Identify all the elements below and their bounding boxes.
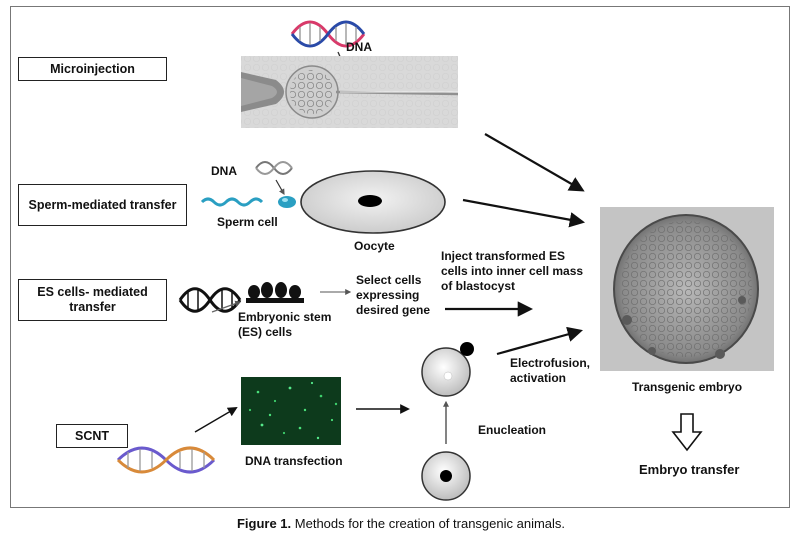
embryo-transfer-label: Embryo transfer [639,462,740,477]
transgenic-embryo-image [600,207,774,371]
scnt-box: SCNT [56,424,128,448]
arrow-microinjection [484,133,585,192]
caption-prefix: Figure 1. [236,516,292,531]
dna-sperm-label: DNA [211,164,237,178]
oocyte-icon [300,170,446,234]
arrow-sperm [462,198,586,228]
dna-small-icon [255,161,293,175]
es-cells-mediated-box: ES cells- mediated transfer [18,279,167,321]
enucleation-label: Enucleation [478,423,547,437]
dna-helix-color-icon [116,446,216,474]
sperm-cell-label: Sperm cell [217,215,278,229]
nucleated-cell-icon [421,451,471,501]
microinjection-image [241,56,459,128]
transgenic-embryo-label: Transgenic embryo [632,380,743,394]
select-cells-label: Select cells expressing desired gene [356,273,431,317]
dna-transfection-label: DNA transfection [245,454,343,468]
figure-caption: Figure 1. Methods for the creation of tr… [0,516,802,531]
caption-text: Methods for the creation of transgenic a… [291,516,566,531]
inject-es-label: Inject transformed ES cells into inner c… [441,249,584,293]
dna-helix-icon [290,20,366,48]
hollow-down-arrow [671,413,703,452]
dna-helix-dark-icon [178,287,242,313]
dna-transfection-image [241,377,341,445]
fused-cell-icon [421,342,474,397]
oocyte-label: Oocyte [354,239,395,253]
es-cells-label: Embryonic stem (ES) cells [238,310,332,339]
electrofusion-label: Electrofusion, activation [510,356,591,385]
sperm-mediated-box: Sperm-mediated transfer [18,184,187,226]
microinjection-box: Microinjection [18,57,167,81]
arrow-scnt [496,326,583,356]
dna-to-es-arrow [211,300,242,313]
dna-to-sperm-arrow [275,179,285,196]
dna-to-transfection-arrow [194,407,238,433]
sperm-cell-icon [200,196,296,208]
dna-top-label: DNA [346,40,372,54]
es-cells-icon [246,282,304,303]
